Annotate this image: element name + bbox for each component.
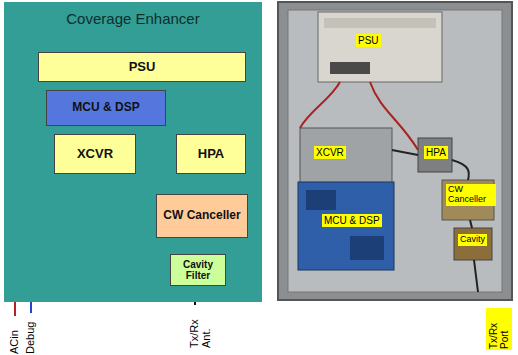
xcvr-board bbox=[300, 128, 392, 184]
enclosure-frame bbox=[278, 2, 512, 300]
panel-title: Coverage Enhancer bbox=[4, 10, 262, 27]
mcu-box: MCU & DSP bbox=[46, 90, 166, 126]
box-label: MCU & DSP bbox=[69, 101, 142, 115]
port-label: Tx/Rx Ant. bbox=[188, 308, 212, 348]
chip bbox=[306, 190, 336, 210]
psu-box: PSU bbox=[38, 52, 246, 82]
box-label: XCVR bbox=[74, 147, 116, 162]
cable bbox=[300, 82, 340, 128]
box-label: Cavity Filter bbox=[171, 259, 225, 282]
port-label: ACin bbox=[8, 320, 20, 354]
psu-connector bbox=[330, 62, 370, 74]
cavity-box: Cavity Filter bbox=[170, 254, 226, 286]
psu-detail bbox=[324, 18, 436, 28]
cw-box: CW Canceller bbox=[156, 194, 248, 238]
photo-label: MCU & DSP bbox=[322, 214, 382, 227]
cable bbox=[370, 82, 418, 150]
hpa-box: HPA bbox=[176, 134, 246, 174]
xcvr-box: XCVR bbox=[54, 134, 136, 174]
cable bbox=[470, 220, 472, 228]
photo-label: PSU bbox=[356, 34, 381, 47]
photo-label: Cavity bbox=[458, 234, 487, 246]
cable bbox=[474, 260, 478, 292]
cable bbox=[392, 150, 418, 155]
chip bbox=[350, 236, 384, 260]
cable bbox=[452, 160, 469, 180]
photo-label: XCVR bbox=[314, 146, 346, 159]
panel: Coverage EnhancerPSU MCU & DSP XCVR HPA CW C… bbox=[4, 2, 262, 302]
box-label: PSU bbox=[126, 60, 159, 75]
port-label: Debug bbox=[24, 316, 36, 354]
port-label: Tx/Rx Port bbox=[486, 308, 512, 350]
box-label: HPA bbox=[195, 147, 227, 162]
enclosure-back bbox=[288, 10, 502, 292]
cavity-unit bbox=[454, 228, 492, 260]
box-label: CW Canceller bbox=[160, 209, 243, 223]
photo-label: CW Canceller bbox=[446, 184, 496, 206]
mcu-board bbox=[298, 182, 394, 270]
hpa-unit bbox=[418, 138, 452, 172]
photo-label: HPA bbox=[424, 146, 448, 159]
psu-unit bbox=[318, 12, 442, 82]
